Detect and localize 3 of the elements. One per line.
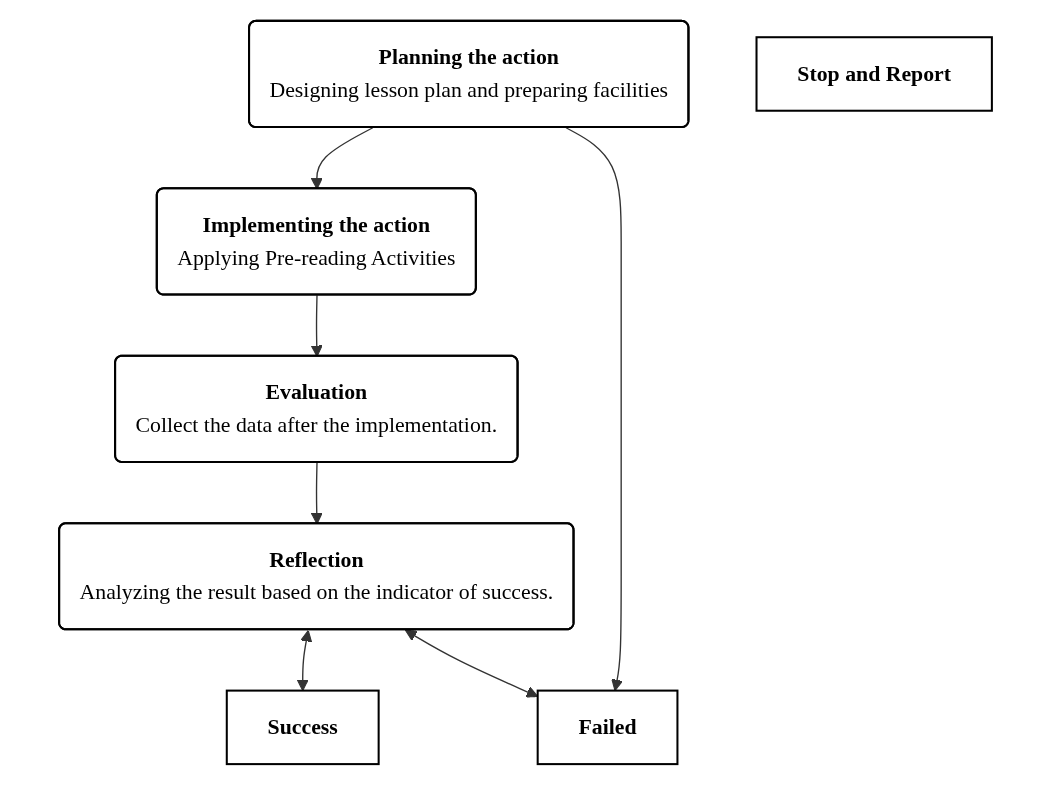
node-box: Stop and Report — [755, 36, 993, 112]
node-box: Success — [225, 689, 380, 766]
node-box: Failed — [536, 689, 679, 766]
